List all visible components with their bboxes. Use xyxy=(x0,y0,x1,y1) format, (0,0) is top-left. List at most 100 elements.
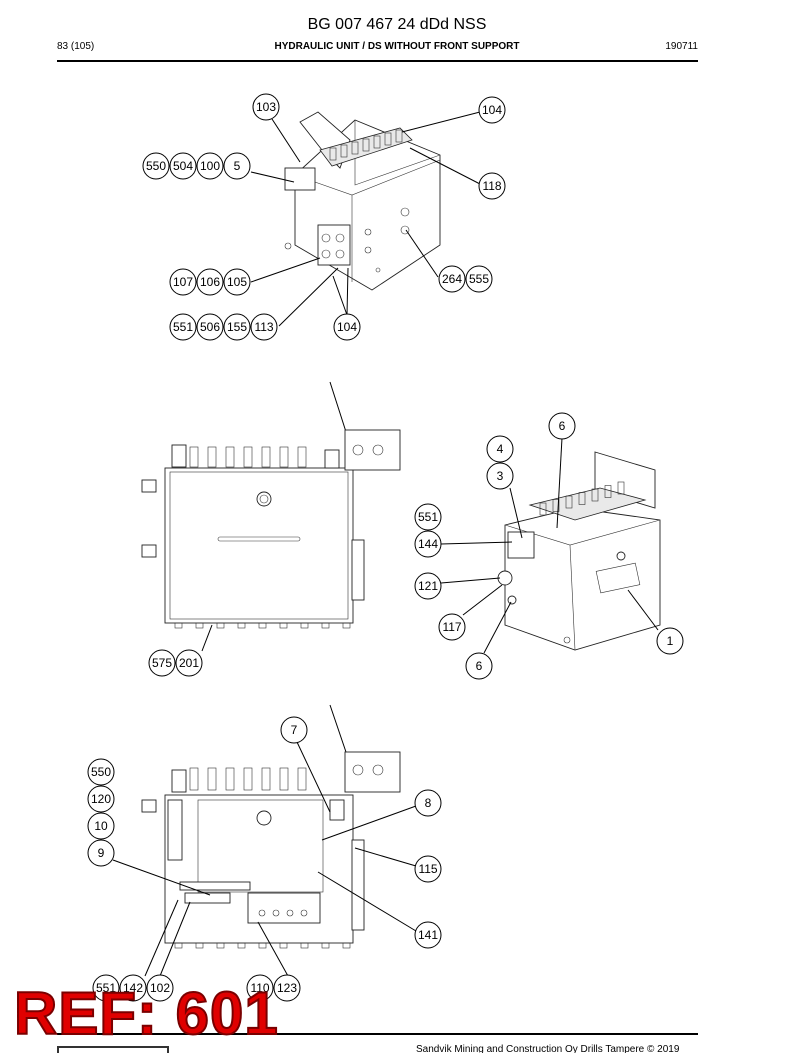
svg-text:3: 3 xyxy=(497,469,504,483)
svg-text:100: 100 xyxy=(200,159,220,173)
valve-fitting xyxy=(340,144,348,158)
valve-fitting xyxy=(539,502,547,516)
document-date: 190711 xyxy=(665,41,698,52)
valve-group-lower xyxy=(317,224,351,266)
valve-fitting xyxy=(604,485,612,498)
callout-bubble: 141 xyxy=(414,921,442,949)
callout-bubble: 4 xyxy=(486,435,514,463)
svg-text:118: 118 xyxy=(482,179,501,193)
callout-bubble: 1 xyxy=(656,627,684,655)
callout-bubble: 555 xyxy=(465,265,493,293)
svg-text:144: 144 xyxy=(418,537,438,551)
svg-text:120: 120 xyxy=(91,792,111,806)
svg-text:110: 110 xyxy=(250,981,269,995)
svg-text:5: 5 xyxy=(234,159,241,173)
svg-text:104: 104 xyxy=(482,103,502,117)
tank-front xyxy=(164,467,354,624)
svg-text:550: 550 xyxy=(146,159,166,173)
callout-bubble: 100 xyxy=(196,152,224,180)
drain-plug xyxy=(300,622,309,629)
svg-text:7: 7 xyxy=(291,723,298,737)
valve-fitting xyxy=(261,767,271,791)
valve-fitting xyxy=(591,488,599,502)
drain-plug xyxy=(195,942,204,949)
valve-group-left xyxy=(284,167,316,191)
drain-plug xyxy=(258,622,267,629)
drain-plug xyxy=(195,622,204,629)
valve-fitting xyxy=(617,481,625,495)
drain-plug xyxy=(216,942,225,949)
svg-text:504: 504 xyxy=(173,159,193,173)
callout-bubble: 551 xyxy=(169,313,197,341)
svg-text:106: 106 xyxy=(200,275,220,289)
valve-fitting xyxy=(279,446,289,468)
callout-bubble: 550 xyxy=(142,152,170,180)
page-number: 83 (105) xyxy=(57,41,95,52)
svg-text:506: 506 xyxy=(200,320,220,334)
valve-fitting xyxy=(552,499,560,512)
drain-plug xyxy=(174,622,183,629)
svg-text:551: 551 xyxy=(173,320,193,334)
valve-fitting xyxy=(225,446,235,468)
callout-bubble: 201 xyxy=(175,649,203,677)
valve-fitting xyxy=(261,446,271,468)
page-title: HYDRAULIC UNIT / DS WITHOUT FRONT SUPPOR… xyxy=(274,41,520,52)
drain-plug xyxy=(174,942,183,949)
svg-text:10: 10 xyxy=(94,819,108,833)
callout-bubble: 3 xyxy=(486,462,514,490)
callout-bubble: 8 xyxy=(414,789,442,817)
drain-plug xyxy=(237,622,246,629)
footer-copyright: Sandvik Mining and Construction Oy Drill… xyxy=(416,1044,680,1053)
valve-fitting xyxy=(189,446,199,468)
valve-fitting xyxy=(351,141,359,155)
callout-bubble: 123 xyxy=(273,974,301,1002)
valve-fitting xyxy=(207,446,217,468)
svg-text:4: 4 xyxy=(497,442,504,456)
reference-stamp: REF: 601 xyxy=(13,980,279,1047)
callout-bubble: 550 xyxy=(87,758,115,786)
svg-text:9: 9 xyxy=(98,846,105,860)
valve-fitting xyxy=(578,492,586,505)
callout-bubble: 118 xyxy=(478,172,506,200)
valve-fitting xyxy=(189,767,199,791)
valve-fitting xyxy=(329,147,337,161)
callout-bubble: 144 xyxy=(414,530,442,558)
sandvik-logo xyxy=(57,1046,169,1053)
callout-bubbles: 103 104 550 504 100 5 118 107 106 105 26… xyxy=(87,93,684,1002)
drain-plug xyxy=(279,622,288,629)
valve-fitting xyxy=(297,446,307,468)
svg-text:121: 121 xyxy=(418,579,438,593)
svg-text:103: 103 xyxy=(256,100,276,114)
svg-text:117: 117 xyxy=(442,620,461,634)
callout-bubble: 7 xyxy=(280,716,308,744)
callout-bubble: 113 xyxy=(250,313,278,341)
valve-block xyxy=(319,127,413,167)
svg-text:105: 105 xyxy=(227,275,247,289)
valve-fitting xyxy=(243,446,253,468)
svg-text:201: 201 xyxy=(179,656,199,670)
svg-text:555: 555 xyxy=(469,272,489,286)
callout-bubble: 104 xyxy=(478,96,506,124)
callout-bubble: 6 xyxy=(548,412,576,440)
svg-text:551: 551 xyxy=(418,510,438,524)
callout-bubble: 117 xyxy=(438,613,466,641)
callout-bubble: 110 xyxy=(246,974,274,1002)
callout-bubble: 10 xyxy=(87,812,115,840)
valve-fitting xyxy=(243,767,253,791)
electrical-block xyxy=(247,892,321,924)
valve-fitting xyxy=(565,495,573,509)
callout-bubble: 120 xyxy=(87,785,115,813)
valve-fitting xyxy=(362,138,370,152)
svg-text:6: 6 xyxy=(476,659,483,673)
callout-bubble: 264 xyxy=(438,265,466,293)
valve-fitting xyxy=(395,129,403,143)
leader-lines xyxy=(112,111,659,977)
svg-text:141: 141 xyxy=(418,928,438,942)
valve-stack-open xyxy=(344,751,401,793)
drain-plug xyxy=(342,942,351,949)
svg-text:102: 102 xyxy=(150,981,170,995)
valve-fitting xyxy=(297,767,307,791)
callout-bubble: 103 xyxy=(252,93,280,121)
